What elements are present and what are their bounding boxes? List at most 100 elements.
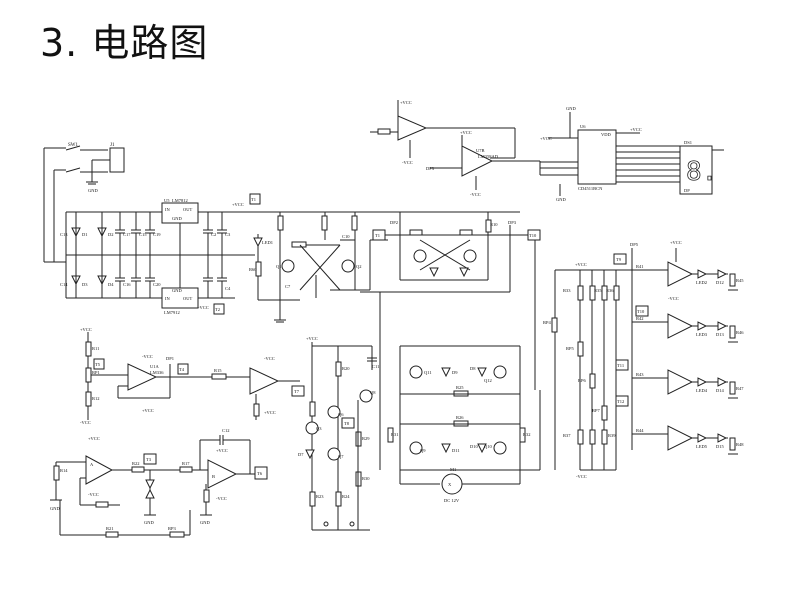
resistor-r32: [519, 427, 526, 443]
label-sw1: SW1: [68, 143, 79, 148]
label-nvcc-c1: -VCC: [668, 296, 679, 301]
label-c16: C16: [123, 282, 131, 287]
label-vcc-u6: +VCC: [540, 136, 552, 141]
testpoint-t11: [615, 359, 629, 371]
integrator-section: +VCC A -VCC R14 GND R22 T3 GND R17 B -VC…: [50, 428, 268, 538]
resistor-r36: [613, 285, 620, 301]
led-led1: [253, 237, 263, 248]
label-r46: R46: [736, 330, 744, 335]
label-r33: R33: [563, 288, 571, 293]
opamp-left-bottom: [85, 455, 114, 485]
label-r37: R37: [563, 433, 571, 438]
driver-stage: +VCC R20 Q3 D7 R23 Q6 T8 Q7 R24 C11 Q8 R…: [298, 292, 381, 531]
resistor-r39: [601, 429, 608, 445]
label-r42: R42: [636, 316, 644, 321]
label-gnd-u6b: GND: [556, 197, 566, 202]
label-reg-gnd: GND: [172, 216, 182, 221]
testpoint-t2-bottom: [213, 303, 225, 315]
opamp-integrator: [207, 459, 238, 489]
h-bridge-section: Q11 D9 D8 Q12 R25 R26 Q9 D11 D10 Q10 R31…: [387, 345, 541, 503]
label-vcc-op2: +VCC: [460, 130, 472, 135]
label-rp7: RP7: [592, 408, 601, 413]
resistor-r45: [729, 273, 736, 287]
node-drv1: [323, 521, 329, 527]
label-d1: D1: [82, 232, 88, 237]
resistor-r23: [309, 491, 316, 507]
transistor-q12: [493, 365, 507, 379]
label-op4-a: A: [90, 462, 94, 467]
label-d15: D15: [716, 444, 724, 449]
label-r15: R15: [214, 368, 222, 373]
label-r23: R23: [316, 494, 324, 499]
testpoint-t7: [291, 385, 305, 397]
resistor-r6: [409, 229, 423, 236]
label-reg-in: IN: [165, 207, 170, 212]
label-ds1: DS1: [684, 140, 692, 145]
resistor-r1: [277, 215, 284, 231]
label-d7: D7: [298, 452, 304, 457]
label-dc12v: DC 12V: [444, 498, 460, 503]
label-d12: D12: [716, 280, 724, 285]
resistor-r35: [601, 285, 608, 301]
label-q8: Q8: [370, 390, 376, 395]
label-r29: R29: [362, 436, 370, 441]
label-q12: Q12: [484, 378, 492, 383]
label-q6: Q6: [338, 412, 344, 417]
label-q1: Q1: [276, 264, 282, 269]
label-r39: R39: [608, 433, 616, 438]
label-c14: C14: [60, 282, 68, 287]
motor-m1: [441, 473, 463, 495]
resistor-r18: [203, 489, 210, 503]
slide-title: 3. 电路图: [40, 21, 209, 65]
label-reg2-in: IN: [165, 296, 170, 301]
label-vcc-op1: +VCC: [400, 100, 412, 105]
label-r36: R36: [606, 288, 614, 293]
testpoint-t3: [143, 453, 157, 465]
label-u6: U6: [580, 124, 586, 129]
label-r14: R14: [60, 468, 68, 473]
testpoint-t12: [615, 395, 629, 407]
label-d3: D3: [82, 282, 88, 287]
diode-d12: [717, 269, 728, 279]
label-t9: T9: [616, 257, 622, 262]
label-u7b: U7B: [476, 148, 485, 153]
diode-d15: [717, 433, 728, 443]
label-rp5: RP5: [566, 346, 575, 351]
label-c15: C15: [139, 232, 147, 237]
comparator-bank: DP5 T9 +VCC R33 R35 R36 RP4 RP5 RP6 RP7 …: [543, 240, 744, 479]
label-c10: C10: [342, 234, 350, 239]
potentiometer-rp4: [551, 317, 558, 333]
resistor-top-in: [377, 128, 391, 135]
label-q11: Q11: [424, 370, 432, 375]
label-nvcc-op1: -VCC: [402, 160, 413, 165]
label-j1: J1: [110, 143, 115, 148]
transistor-q4-dp2: [463, 249, 477, 263]
diode-d7: [305, 449, 315, 460]
resistor-r47: [729, 381, 736, 395]
label-led4: LED4: [696, 388, 708, 393]
label-dp2: DP2: [390, 220, 398, 225]
label-c4: C4: [225, 286, 231, 291]
potentiometer-rp3: [169, 531, 185, 538]
label-vcc-u1a: +VCC: [142, 408, 154, 413]
label-t1-top: T1: [251, 197, 256, 202]
resistor-r48: [729, 437, 736, 451]
label-reg2-gnd: GND: [172, 288, 182, 293]
transistor-q1: [281, 259, 295, 273]
diode-d10: [477, 443, 487, 454]
label-c12: C12: [222, 428, 230, 433]
label-t10: T10: [529, 233, 537, 238]
potentiometer-rp1: [85, 367, 92, 383]
label-dp5: DP5: [630, 242, 639, 247]
label-reg2-out: OUT: [183, 296, 192, 301]
segment-digit-glyph: 8.: [686, 157, 717, 187]
label-lm336: LM336: [150, 370, 164, 375]
label-vcc-reg: +VCC: [232, 202, 244, 207]
resistor-r24: [335, 491, 342, 507]
label-u5: U5: [164, 198, 170, 203]
resistor-r22: [131, 466, 145, 473]
label-t10-bank: T10: [637, 309, 645, 314]
label-r20: R20: [342, 366, 350, 371]
label-dp3: DP3: [508, 220, 517, 225]
label-d8: D8: [470, 366, 476, 371]
